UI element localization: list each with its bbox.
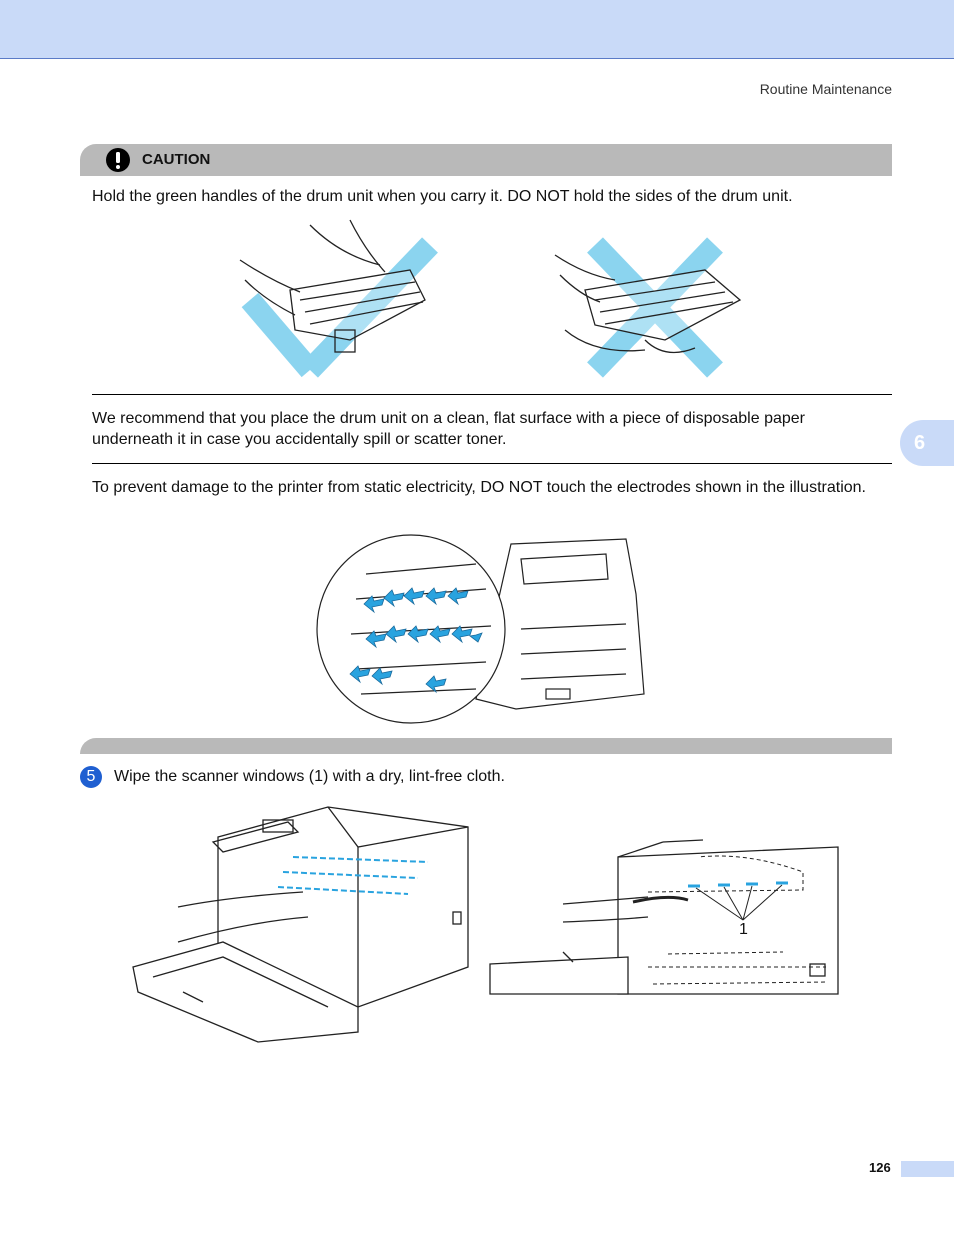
figure-callout-1: 1 bbox=[739, 921, 748, 938]
electrodes-figure bbox=[316, 534, 645, 724]
drum-unit-correct-figure bbox=[239, 219, 438, 378]
running-head: Routine Maintenance bbox=[759, 81, 892, 97]
chapter-tab: 6 bbox=[900, 420, 954, 466]
caution-bar: CAUTION bbox=[80, 144, 892, 176]
caution-paragraph-surface: We recommend that you place the drum uni… bbox=[92, 410, 805, 448]
page-number: 126 bbox=[869, 1160, 891, 1175]
caution-paragraph-handles: Hold the green handles of the drum unit … bbox=[92, 188, 793, 205]
drum-unit-wrong-figure bbox=[554, 237, 742, 378]
printer-side-figure bbox=[489, 839, 839, 995]
top-band bbox=[0, 0, 954, 59]
caution-end-bar bbox=[80, 738, 892, 754]
exclamation-icon bbox=[106, 148, 130, 172]
divider-rule-2 bbox=[92, 463, 892, 464]
page-tab bbox=[901, 1161, 954, 1177]
divider-rule-1 bbox=[92, 394, 892, 395]
printer-open-figure bbox=[132, 806, 469, 1043]
caution-paragraph-static: To prevent damage to the printer from st… bbox=[92, 479, 866, 496]
caution-label: CAUTION bbox=[142, 151, 211, 168]
step-number-badge: 5 bbox=[80, 766, 102, 788]
step-instruction: Wipe the scanner windows (1) with a dry,… bbox=[114, 768, 505, 785]
